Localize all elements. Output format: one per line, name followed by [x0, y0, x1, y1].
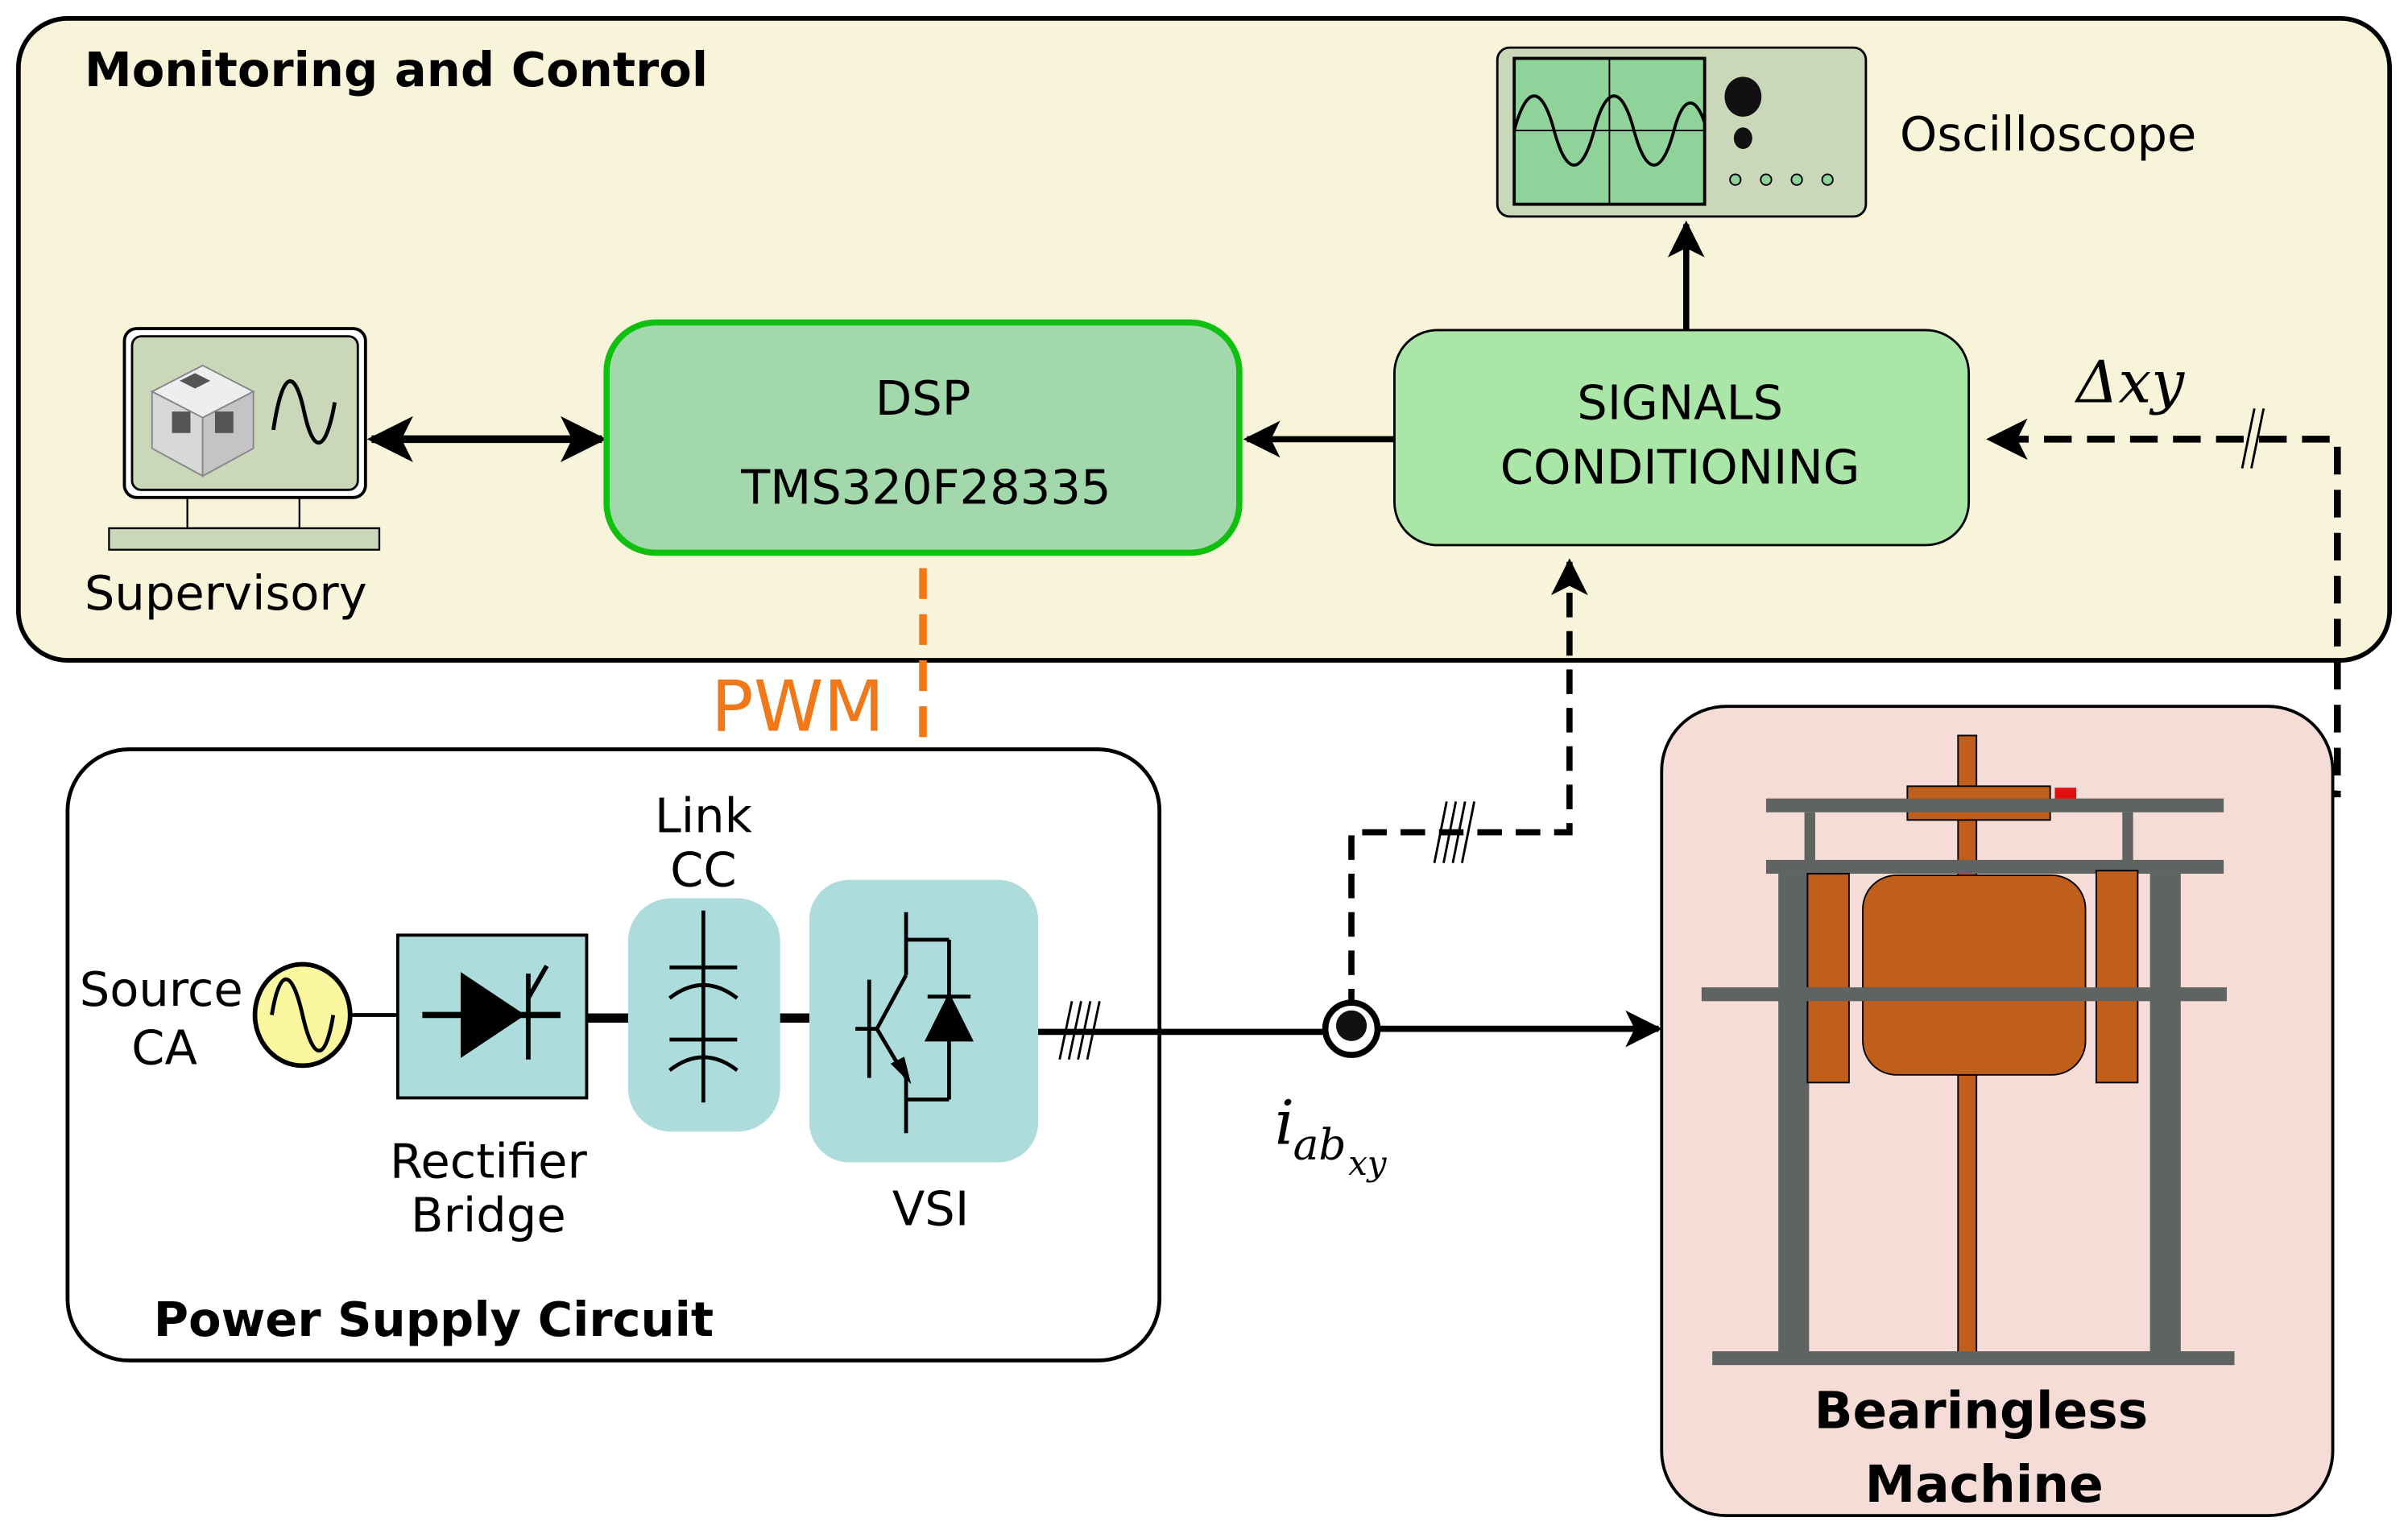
sine-wave-icon: [271, 379, 337, 445]
current-feedback-line: [1348, 558, 1588, 1014]
rectifier-label: Rectifier: [390, 1134, 587, 1189]
conditioning-label: CONDITIONING: [1500, 440, 1860, 495]
supervisory-label: Supervisory: [85, 565, 367, 621]
pwm-signal: PWM: [711, 568, 942, 883]
pwm-label: PWM: [711, 666, 884, 748]
ac-source: Source CA: [80, 961, 353, 1075]
thyristor-icon: [422, 965, 561, 1060]
svg-text:xy: xy: [1348, 1143, 1388, 1183]
source-label: Source: [80, 961, 243, 1017]
dsp-label: DSP: [875, 370, 971, 426]
displacement-sensor-icon: [2054, 788, 2077, 800]
cc-label: CC: [670, 841, 737, 897]
current-label: i ab xy: [1275, 1087, 1388, 1183]
signals-label: SIGNALS: [1577, 375, 1783, 431]
rectifier-bridge: Rectifier Bridge: [390, 933, 589, 1242]
dsp-block: DSP TMS320F28335: [603, 319, 1243, 556]
svg-text:i: i: [1275, 1087, 1294, 1159]
delta-xy-label: Δxy: [2074, 349, 2185, 417]
source-ca-label: CA: [131, 1019, 197, 1075]
machine-title-line1: Bearingless: [1814, 1381, 2149, 1440]
current-sensor-icon: [1335, 1010, 1367, 1041]
capacitor-icon: [668, 910, 739, 1103]
supervisory-computer-icon: Supervisory: [85, 327, 381, 621]
dsp-model-label: TMS320F28335: [740, 459, 1111, 515]
igbt-icon: [855, 912, 974, 1134]
dc-link: Link CC: [627, 788, 780, 1132]
svg-text:ab: ab: [1293, 1119, 1347, 1170]
signals-conditioning-block: SIGNALS CONDITIONING: [1393, 329, 1971, 547]
link-label: Link: [655, 788, 753, 844]
oscilloscope-icon: Oscilloscope: [1496, 46, 2197, 218]
bridge-label: Bridge: [411, 1187, 566, 1242]
oscilloscope-label: Oscilloscope: [1900, 106, 2197, 162]
machine-title-line2: Machine: [1865, 1455, 2104, 1514]
power-output-line: i ab xy: [1038, 999, 1663, 1183]
vsi-inverter: VSI: [809, 879, 1039, 1237]
cube-icon: [150, 364, 255, 478]
vsi-label: VSI: [892, 1181, 969, 1237]
monitoring-title: Monitoring and Control: [85, 42, 708, 97]
machine-illustration: [1701, 734, 2235, 1366]
bearingless-machine-panel: Bearingless Machine: [1660, 705, 2335, 1518]
power-supply-title: Power Supply Circuit: [154, 1292, 714, 1347]
